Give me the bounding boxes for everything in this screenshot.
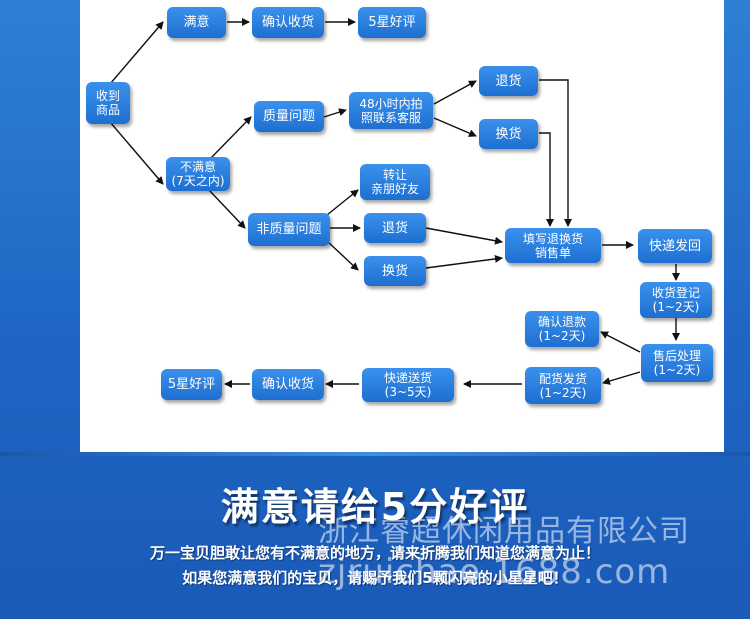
node-confirm-receipt-bottom: 确认收货	[252, 369, 324, 400]
arrow-received-unsatisfied	[109, 121, 164, 185]
node-satisfied: 满意	[167, 7, 226, 38]
node-exchange-top: 换货	[479, 119, 538, 149]
node-return-mid: 退货	[364, 213, 426, 243]
arrow-quality-48h	[323, 108, 347, 118]
node-five-star-top: 5星好评	[358, 7, 426, 38]
node-received: 收到 商品	[86, 82, 130, 124]
arrow-48h-exchange	[433, 117, 477, 137]
arrow-nonquality-gift	[326, 189, 359, 216]
watermark-site: zjruichao.1688.com	[318, 552, 671, 592]
node-receipt-register: 收货登记 (1~2天)	[640, 282, 712, 318]
arrow-nonquality-exchange	[326, 240, 359, 271]
node-gift-friend: 转让 亲朋好友	[360, 164, 430, 200]
arrow-received-satisfied	[109, 21, 164, 85]
panel-bottom-edge	[0, 452, 750, 456]
node-confirm-refund: 确认退款 (1~2天)	[525, 311, 599, 347]
node-confirm-receipt-top: 确认收货	[252, 7, 324, 38]
footer-line-1: 万一宝贝胆敢让您有不满意的地方，请来折腾我们知道您满意为止！	[149, 544, 600, 562]
node-express-return: 快递发回	[638, 229, 712, 263]
node-ship-out: 配货发货 (1~2天)	[525, 367, 601, 404]
node-unsatisfied: 不满意 (7天之内)	[166, 157, 230, 191]
arrow-aftersales-refund	[600, 331, 641, 353]
node-return-top: 退货	[479, 66, 538, 96]
node-exchange-mid: 换货	[364, 256, 426, 286]
node-fill-form: 填写退换货 销售单	[505, 228, 601, 263]
node-quality-issue: 质量问题	[254, 101, 324, 132]
arrow-unsatisfied-nonquality	[208, 189, 246, 229]
arrow-48h-return	[433, 80, 477, 105]
watermark-company: 浙江睿超休闲用品有限公司	[318, 514, 690, 549]
node-photo-48h: 48小时内拍 照联系客服	[349, 92, 433, 129]
arrow-exchange-mid-form	[425, 254, 503, 269]
arrow-return-mid-form	[425, 227, 503, 245]
node-express-delivery: 快递送货 (3~5天)	[362, 368, 454, 402]
arrow-unsatisfied-quality	[208, 116, 252, 161]
node-non-quality-issue: 非质量问题	[248, 213, 330, 246]
footer-line-2: 如果您满意我们的宝贝，请赐予我们5颗闪亮的小星星吧！	[182, 569, 568, 587]
arrow-aftersales-ship	[602, 371, 641, 385]
arrow-exchange-form	[539, 132, 554, 227]
node-after-sales: 售后处理 (1~2天)	[641, 344, 713, 382]
node-five-star-bottom: 5星好评	[161, 369, 222, 400]
arrow-return-form	[539, 79, 572, 227]
footer-headline: 满意请给5分好评	[220, 485, 530, 529]
